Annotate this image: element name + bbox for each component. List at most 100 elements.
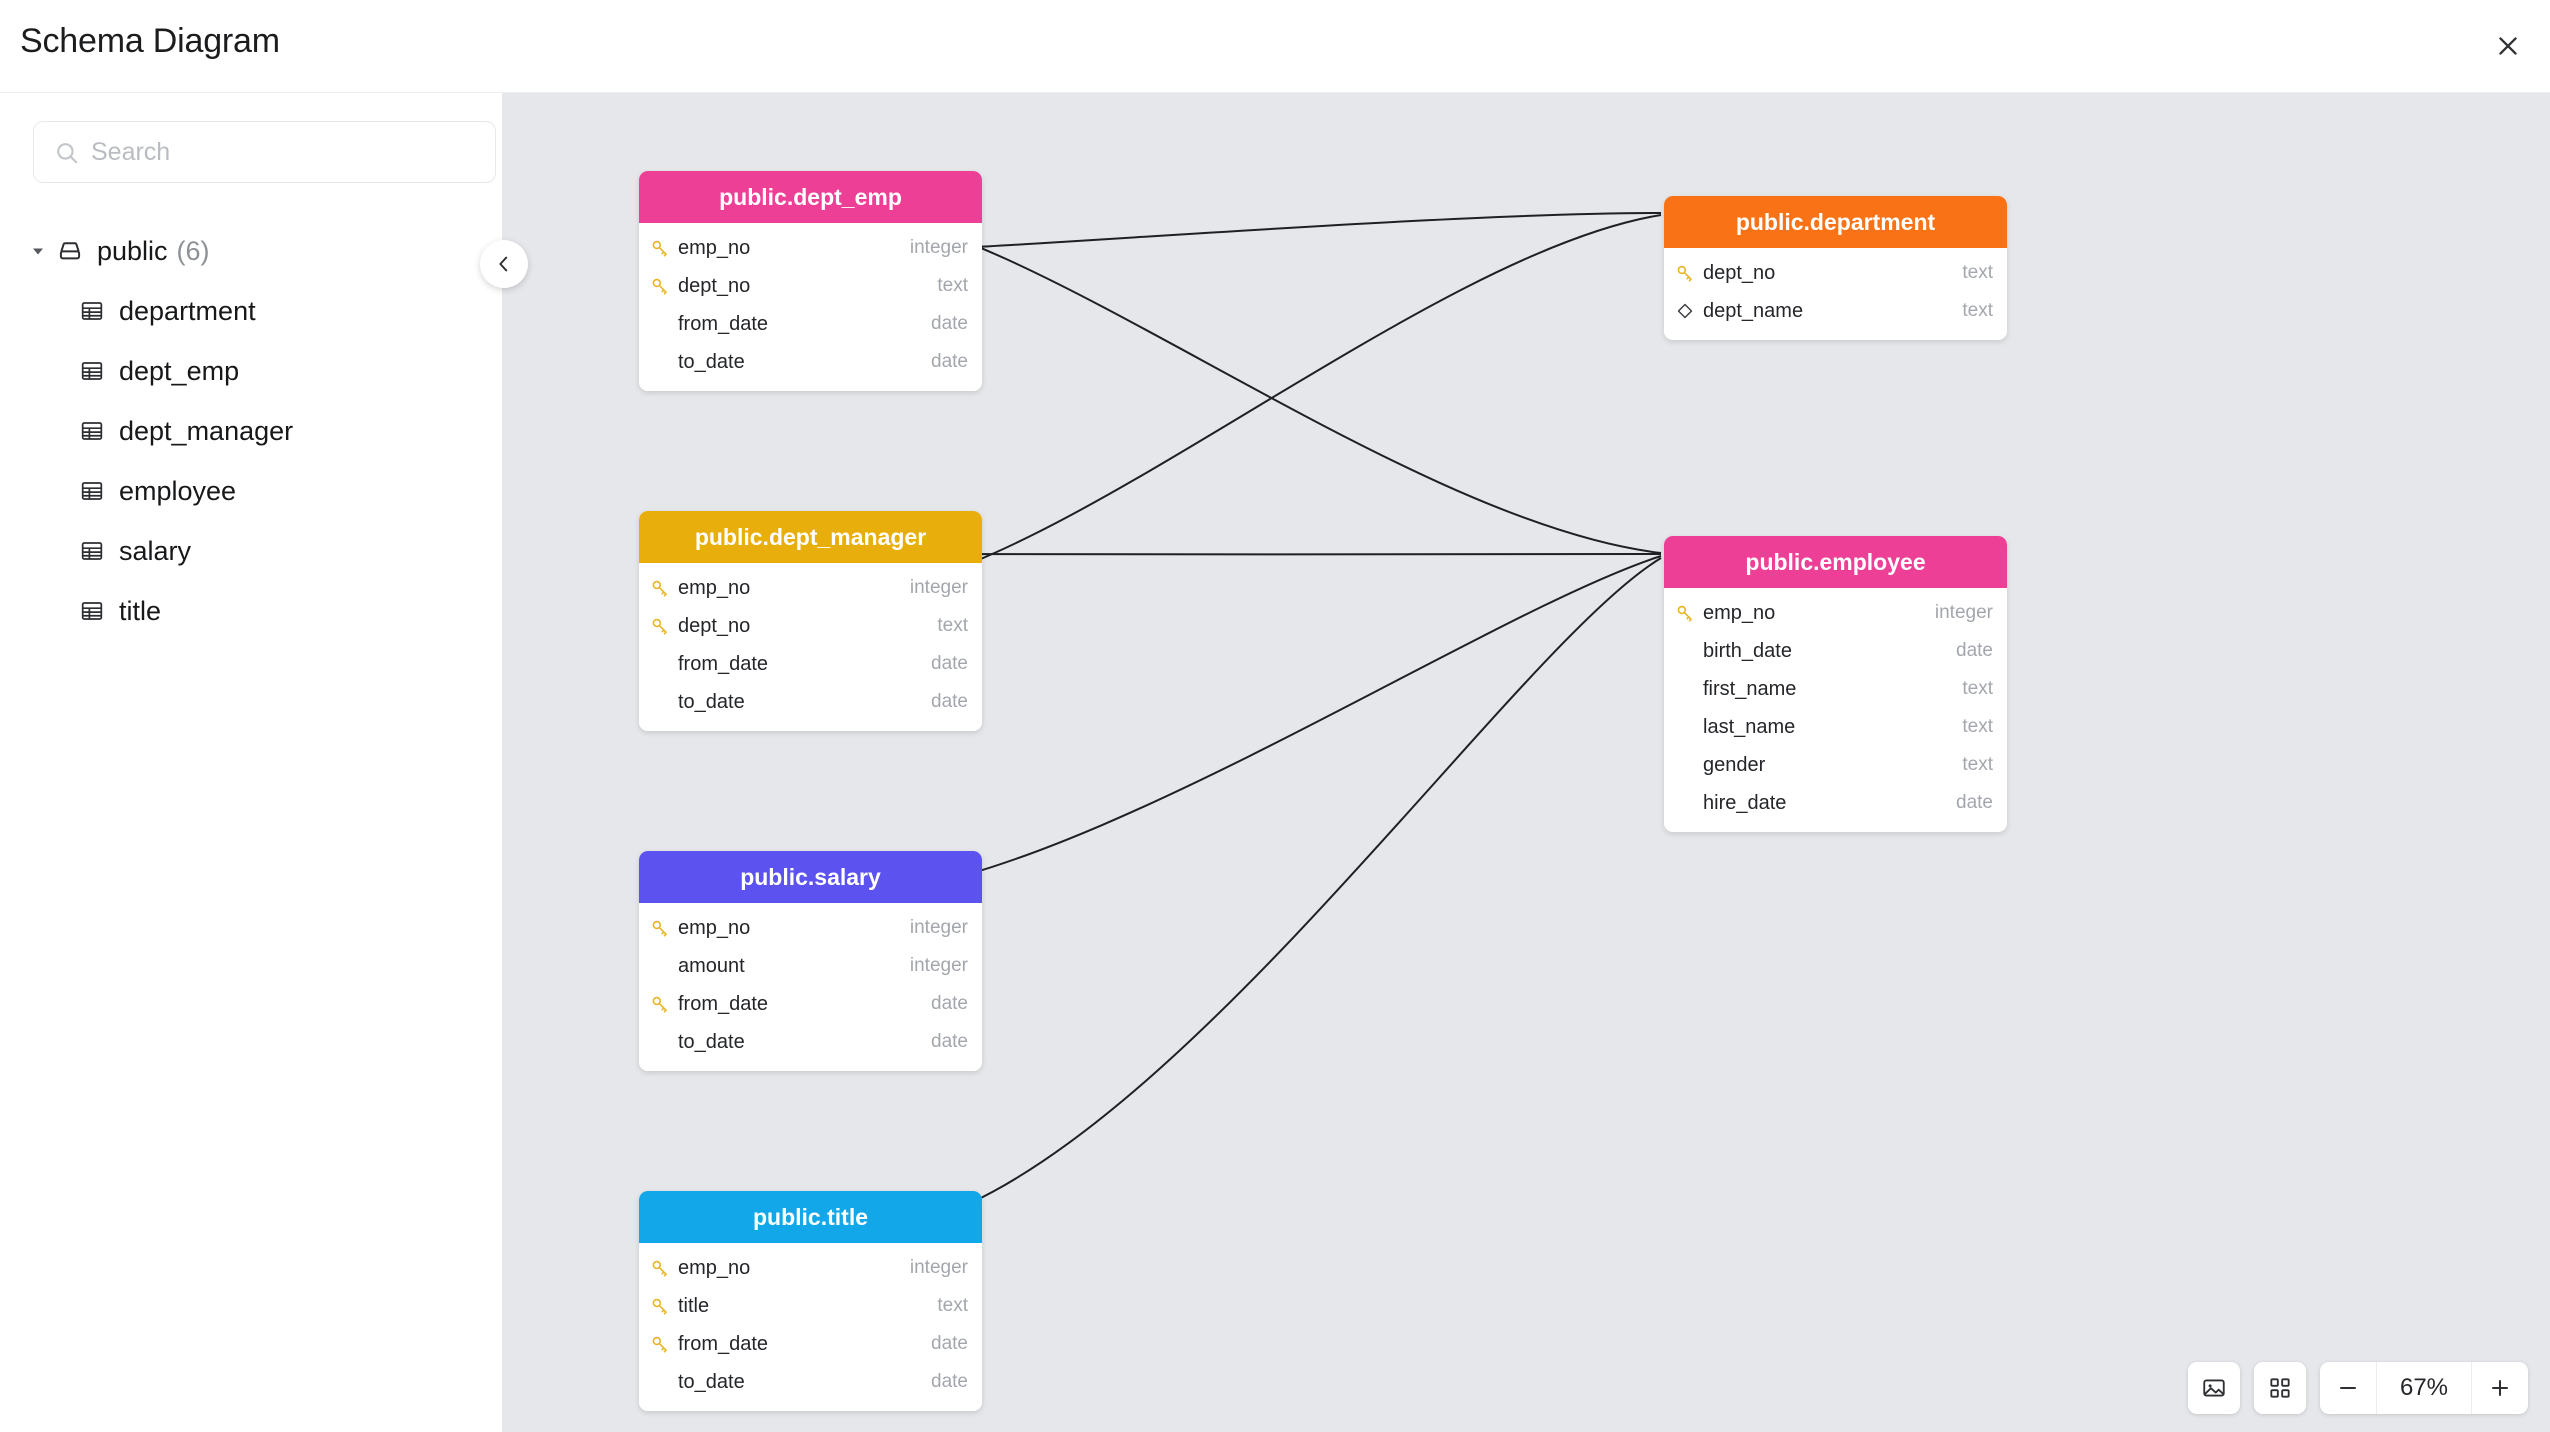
- column-name: amount: [678, 954, 745, 977]
- column-row[interactable]: emp_no integer: [639, 1249, 982, 1287]
- column-name: dept_no: [678, 614, 751, 637]
- schema-name: public: [97, 235, 168, 266]
- tree-item-label: dept_manager: [119, 415, 294, 446]
- column-name: to_date: [678, 1370, 745, 1393]
- column-type: text: [1962, 300, 1993, 321]
- column-row[interactable]: dept_no text: [639, 607, 982, 645]
- column-type: text: [937, 615, 968, 636]
- table-icon: [81, 542, 103, 560]
- database-icon: [59, 242, 81, 260]
- column-type: date: [931, 313, 968, 334]
- zoom-in-button[interactable]: [2472, 1362, 2528, 1414]
- tree-item-table-salary[interactable]: salary: [0, 521, 503, 581]
- close-button[interactable]: [2484, 22, 2532, 70]
- column-type: date: [931, 993, 968, 1014]
- column-type: text: [1962, 754, 1993, 775]
- column-name: emp_no: [678, 1256, 751, 1279]
- search-icon: [57, 143, 78, 164]
- zoom-level-label[interactable]: 67%: [2376, 1362, 2472, 1414]
- column-name: dept_no: [678, 274, 751, 297]
- column-icon-none: [650, 314, 670, 334]
- column-type: integer: [909, 1257, 968, 1278]
- key-icon: [652, 240, 667, 257]
- key-icon: [1677, 605, 1692, 622]
- column-name: from_date: [678, 1332, 769, 1355]
- tree-item-table-employee[interactable]: employee: [0, 461, 503, 521]
- column-type: date: [931, 653, 968, 674]
- search-box[interactable]: [33, 121, 496, 183]
- column-icon-none: [650, 692, 670, 712]
- column-name: from_date: [678, 992, 769, 1015]
- column-name: hire_date: [1703, 791, 1787, 814]
- column-row[interactable]: from_date date: [639, 985, 982, 1023]
- caret-down-icon[interactable]: [26, 239, 50, 263]
- column-icon-none: [650, 1032, 670, 1052]
- tree-item-schema-public[interactable]: public (6): [0, 221, 503, 281]
- column-icon-none: [650, 956, 670, 976]
- column-row[interactable]: emp_no integer: [639, 909, 982, 947]
- column-row[interactable]: from_date date: [639, 645, 982, 683]
- table-icon: [81, 422, 103, 440]
- column-icon-none: [650, 1372, 670, 1392]
- page-title: Schema Diagram: [20, 22, 280, 60]
- column-type: date: [931, 1031, 968, 1052]
- table-node-title: public.employee: [1664, 536, 2007, 588]
- tree-item-table-department[interactable]: department: [0, 281, 503, 341]
- tree-item-label: salary: [119, 535, 192, 566]
- column-row[interactable]: gender text: [1664, 746, 2007, 784]
- search-container: [33, 121, 496, 183]
- zoom-out-button[interactable]: [2320, 1362, 2376, 1414]
- tree-item-label: title: [119, 595, 162, 626]
- table-icon: [81, 302, 103, 320]
- tree-item-table-dept_emp[interactable]: dept_emp: [0, 341, 503, 401]
- search-input[interactable]: [91, 122, 486, 182]
- schema-table-count: (6): [176, 235, 210, 266]
- column-name: emp_no: [678, 916, 751, 939]
- column-name: title: [678, 1294, 710, 1317]
- diamond-icon: [1677, 303, 1693, 319]
- column-name: gender: [1703, 753, 1766, 776]
- chevron-left-icon: [499, 256, 508, 272]
- column-icon-none: [1675, 793, 1695, 813]
- tree-item-table-title[interactable]: title: [0, 581, 503, 641]
- sidebar-collapse-button[interactable]: [480, 240, 528, 288]
- column-name: from_date: [678, 652, 769, 675]
- column-type: integer: [909, 917, 968, 938]
- tree-item-table-dept_manager[interactable]: dept_manager: [0, 401, 503, 461]
- table-icon: [81, 602, 103, 620]
- auto-layout-button[interactable]: [2254, 1362, 2306, 1414]
- column-name: emp_no: [678, 576, 751, 599]
- export-image-button[interactable]: [2188, 1362, 2240, 1414]
- key-icon: [652, 278, 667, 295]
- column-type: integer: [909, 237, 968, 258]
- key-icon: [652, 920, 667, 937]
- key-icon: [1677, 265, 1692, 282]
